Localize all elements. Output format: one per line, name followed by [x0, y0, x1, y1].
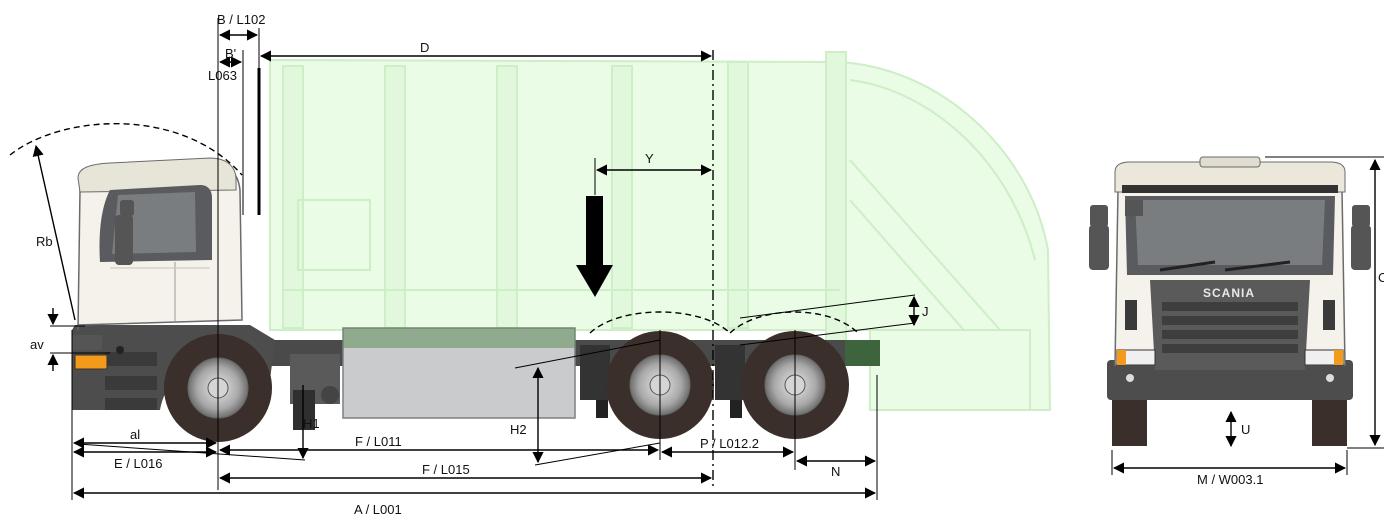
label-h1: H1: [303, 416, 320, 431]
side-tank: [342, 327, 576, 419]
label-p-l0122: P / L012.2: [700, 436, 759, 451]
articulation-arcs: [9, 122, 859, 334]
label-b-l102: B / L102: [217, 12, 265, 27]
label-h2: H2: [510, 422, 527, 437]
label-f-l015: F / L015: [422, 462, 470, 477]
ghost-body: [269, 51, 1052, 411]
label-e-l016: E / L016: [114, 456, 162, 471]
grille-badge: SCANIA: [1203, 286, 1255, 300]
label-f-l011: F / L011: [355, 434, 402, 449]
rear-suspension: [580, 345, 745, 418]
label-c: C: [1378, 270, 1384, 285]
label-b-prime: B': [225, 46, 236, 61]
body-rib: [727, 61, 749, 329]
equipment-box: [290, 354, 340, 430]
label-av: av: [30, 337, 44, 352]
label-n: N: [831, 464, 840, 479]
body-rib: [825, 51, 847, 343]
dimension-arrows: [47, 29, 920, 499]
label-al: al: [130, 427, 140, 442]
front-view-dimensions: [1111, 156, 1384, 475]
label-d: D: [420, 40, 429, 55]
rb-radius-line: [32, 144, 76, 321]
label-l063: L063: [208, 68, 237, 83]
label-rb: Rb: [36, 234, 53, 249]
label-j: J: [922, 304, 929, 319]
label-u: U: [1241, 422, 1250, 437]
load-arrow: [576, 196, 613, 297]
body-rib: [611, 65, 633, 329]
body-rib: [282, 65, 304, 329]
label-a-l001: A / L001: [354, 502, 402, 517]
front-view: SCANIA: [1089, 156, 1371, 446]
dimension-labels: B / L102 B' L063 D Y Rb av J H1 H2 al E …: [30, 12, 1384, 517]
body-rib: [384, 65, 406, 329]
label-m-w0031: M / W003.1: [1197, 472, 1263, 487]
body-rib: [496, 65, 518, 329]
label-y: Y: [645, 151, 654, 166]
